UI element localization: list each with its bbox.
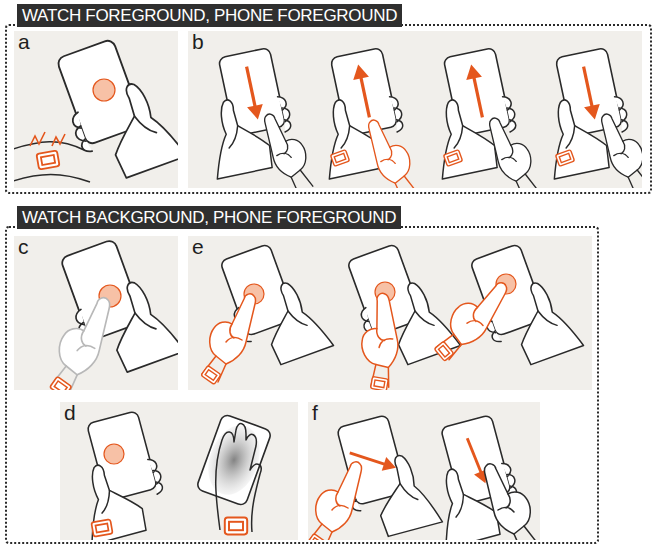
touch-point — [93, 79, 115, 101]
touch-pose-1 — [201, 244, 334, 385]
panel-letter: c — [18, 235, 29, 259]
watch — [36, 151, 59, 170]
swipe-down-1 — [202, 47, 313, 188]
phone — [56, 39, 144, 146]
panel-f-art — [308, 415, 538, 540]
figure-panel: e — [188, 236, 592, 390]
vibration-mark — [30, 132, 65, 146]
touch-point — [99, 285, 121, 307]
panel-letter: f — [312, 401, 318, 425]
swipe-right — [308, 415, 442, 540]
wrist — [14, 142, 90, 182]
swipe-down — [426, 415, 538, 540]
panel-e-art — [201, 244, 584, 390]
figure-panel: d — [60, 402, 298, 540]
panel-a-art — [14, 39, 178, 188]
figure-panel: b — [188, 31, 642, 188]
group-heading: WATCH FOREGROUND, PHONE FOREGROUND — [17, 4, 402, 27]
panel-letter: d — [64, 401, 76, 425]
hand — [66, 74, 178, 188]
group-heading: WATCH BACKGROUND, PHONE FOREGROUND — [17, 206, 401, 229]
group-box: WATCH FOREGROUND, PHONE FOREGROUNDab — [5, 24, 652, 194]
swipe-up-2 — [427, 47, 538, 188]
figure-panel: f — [308, 402, 540, 540]
ghost-hand — [50, 298, 110, 390]
figure-panel: c — [14, 236, 178, 390]
panel-letter: a — [18, 30, 30, 54]
figure-panel: a — [14, 31, 178, 188]
panel-letter: e — [192, 235, 204, 259]
touch-pose-3 — [432, 244, 584, 375]
touch-pose-2 — [336, 244, 460, 390]
palm-cover — [196, 414, 272, 535]
panel-b-art — [202, 47, 642, 188]
panel-letter: b — [192, 30, 204, 54]
hand — [70, 273, 178, 383]
panel-c-art — [50, 239, 178, 390]
panel-d-art — [72, 411, 272, 540]
swipe-up-1 — [314, 47, 417, 188]
thumb-touch — [72, 411, 173, 540]
group-box: WATCH BACKGROUND, PHONE FOREGROUNDcedf — [5, 226, 599, 544]
phone — [60, 239, 144, 341]
swipe-down-2 — [539, 47, 642, 188]
